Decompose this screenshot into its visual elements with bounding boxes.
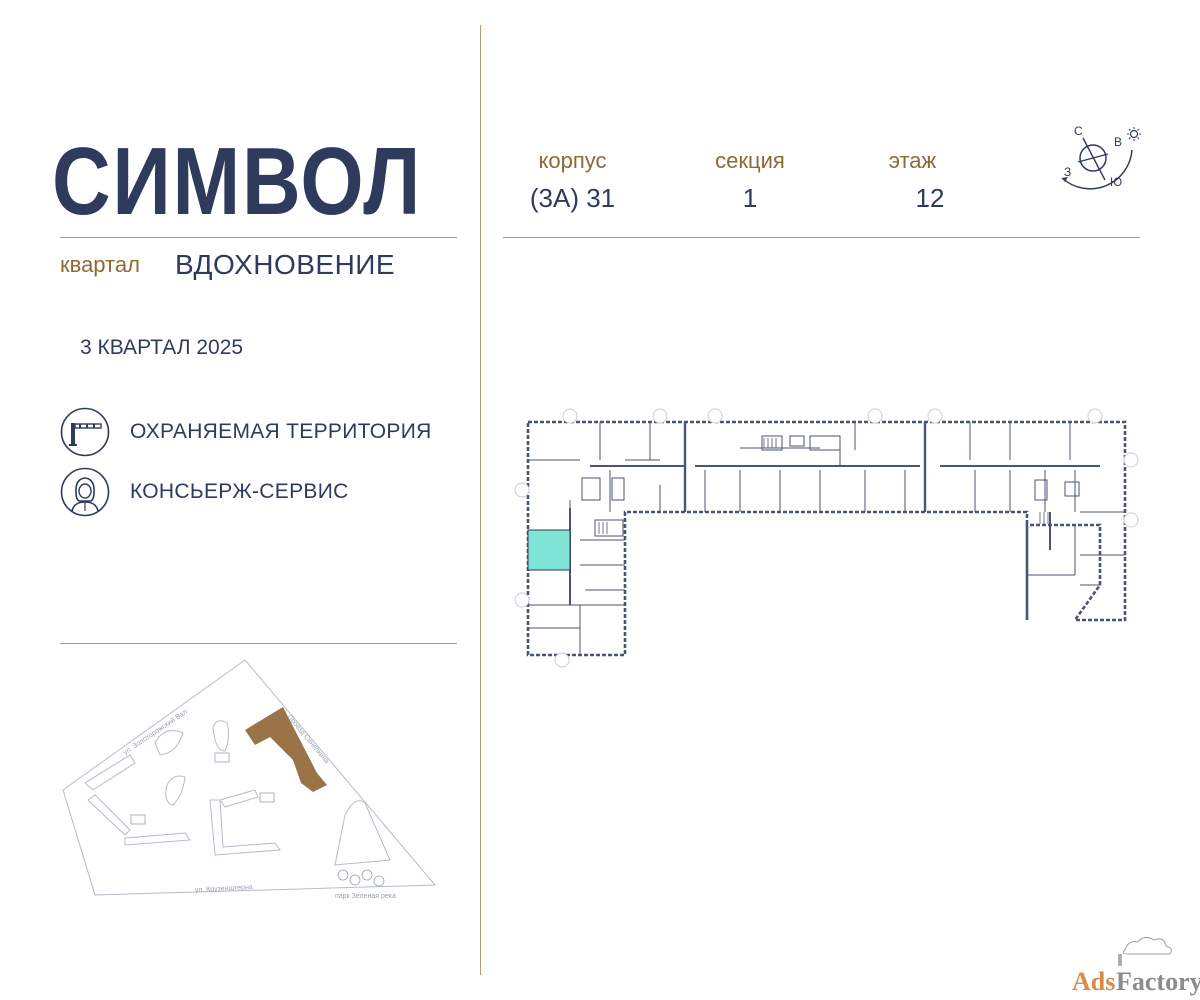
divider-top-right xyxy=(503,237,1140,238)
compass-icon: С В Ю З xyxy=(1061,124,1141,190)
site-plan: ул. Золоторожский Вал Проезд Синелкина у… xyxy=(62,659,437,900)
feature-security: ОХРАНЯЕМАЯ ТЕРРИТОРИЯ xyxy=(60,407,432,457)
compass-south: Ю xyxy=(1110,175,1122,189)
compass-east: В xyxy=(1114,135,1122,149)
divider-top-left xyxy=(60,237,457,238)
kvartal-label: квартал xyxy=(60,252,140,277)
sekciya-label: секция xyxy=(715,148,785,173)
highlighted-apartment xyxy=(527,529,571,571)
compass-north: С xyxy=(1074,124,1083,138)
adsfactory-watermark: Ads Factory xyxy=(1072,936,1200,996)
feature-label-concierge: КОНСЬЕРЖ-СЕРВИС xyxy=(130,480,349,503)
watermark-ads: Ads xyxy=(1072,967,1115,996)
park-label: парк Зеленая река xyxy=(335,893,396,900)
highlighted-building xyxy=(245,707,327,792)
delivery-date: 3 КВАРТАЛ 2025 xyxy=(80,336,244,359)
etazh-label: этаж xyxy=(888,148,937,173)
etazh-value: 12 xyxy=(915,183,945,213)
korpus-value: (3А) 31 xyxy=(529,183,616,213)
sekciya-value: 1 xyxy=(742,183,758,213)
sun-icon xyxy=(1127,127,1141,141)
floor-plan xyxy=(514,408,1139,668)
feature-label-security: ОХРАНЯЕМАЯ ТЕРРИТОРИЯ xyxy=(130,420,432,443)
divider-mid-left xyxy=(60,643,457,644)
street-top: ул. Золоторожский Вал xyxy=(122,708,189,757)
logo: СИМВОЛ xyxy=(52,128,422,228)
korpus-label: корпус xyxy=(538,148,607,173)
compass-west: З xyxy=(1064,165,1071,179)
street-bottom: ул. Крузенштерна xyxy=(195,884,253,894)
barrier-gate-icon xyxy=(60,407,110,457)
feature-concierge: КОНСЬЕРЖ-СЕРВИС xyxy=(60,467,349,517)
vertical-divider xyxy=(480,25,481,975)
logo-text: СИМВОЛ xyxy=(52,128,422,228)
kvartal-name: ВДОХНОВЕНИЕ xyxy=(175,249,396,280)
concierge-icon xyxy=(60,467,110,517)
watermark-factory: Factory xyxy=(1116,967,1200,996)
